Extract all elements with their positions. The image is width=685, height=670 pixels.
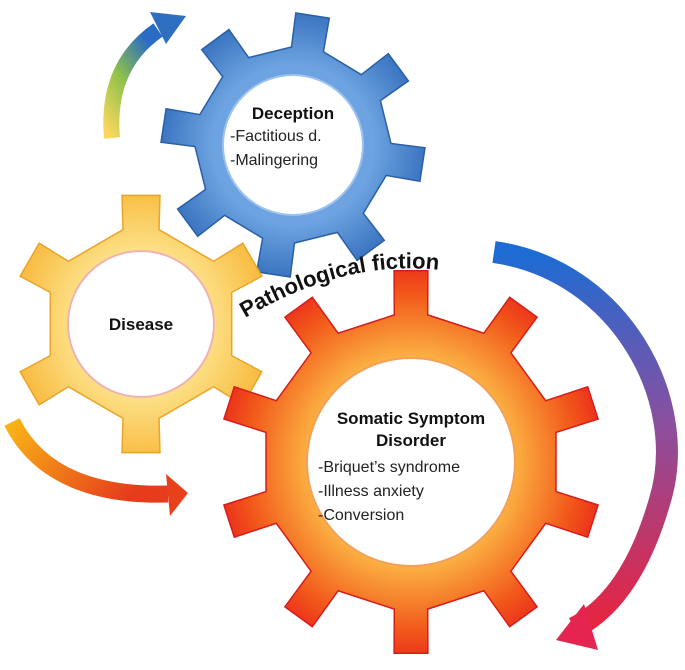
- gear-deception-hub: [222, 74, 364, 216]
- gear-somatic-line-3: -Conversion: [318, 507, 404, 524]
- gear-deception-line-2: -Malingering: [230, 152, 318, 169]
- arrow-disease-to-deception: [103, 12, 186, 139]
- gear-disease-hub: [67, 250, 215, 398]
- gear-somatic-hub: [306, 357, 516, 567]
- gear-deception: Deception -Factitious d. -Malingering: [160, 12, 426, 278]
- gear-somatic-title-2: Disorder: [376, 431, 446, 450]
- gear-deception-title: Deception: [252, 104, 334, 123]
- gear-somatic-line-2: -Illness anxiety: [318, 483, 424, 500]
- gear-somatic-title-1: Somatic Symptom: [337, 409, 485, 428]
- gear-disease: Disease: [19, 194, 263, 454]
- gear-deception-line-1: -Factitious d.: [230, 128, 322, 145]
- gear-somatic-line-1: -Briquet’s syndrome: [318, 459, 460, 476]
- arrow-deception-to-somatic: [492, 241, 678, 650]
- gear-somatic: Somatic Symptom Disorder -Briquet’s synd…: [222, 269, 600, 655]
- arrow-disease-to-somatic: [4, 417, 188, 516]
- gear-disease-title: Disease: [109, 315, 173, 334]
